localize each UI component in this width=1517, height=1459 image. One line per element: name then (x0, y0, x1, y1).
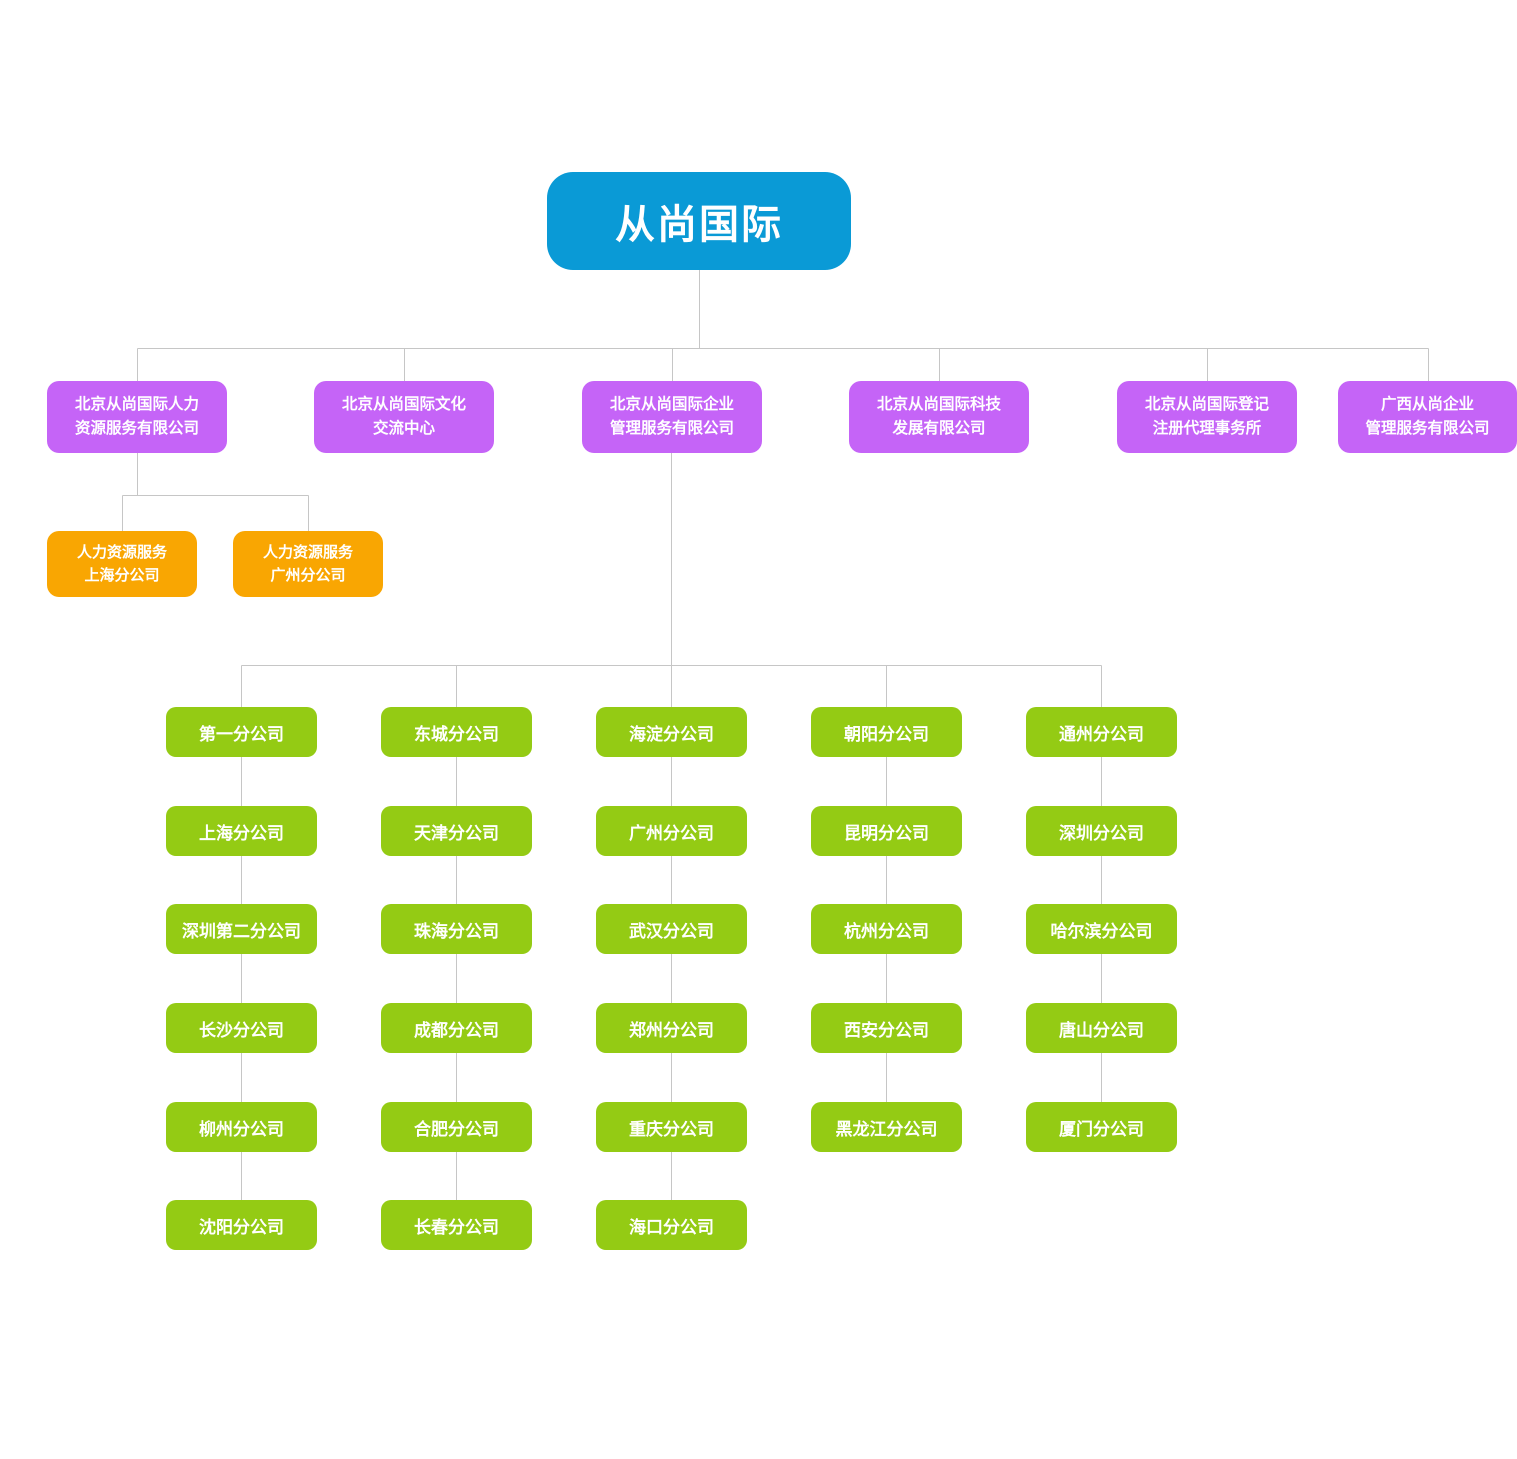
branch-node: 朝阳分公司 (811, 707, 962, 757)
branch-node: 西安分公司 (811, 1003, 962, 1053)
branch-node: 柳州分公司 (166, 1102, 317, 1152)
branch-node: 海淀分公司 (596, 707, 747, 757)
branch-node: 深圳第二分公司 (166, 904, 317, 954)
branch-node: 昆明分公司 (811, 806, 962, 856)
branch-node: 黑龙江分公司 (811, 1102, 962, 1152)
root-node: 从尚国际 (547, 172, 851, 270)
subsidiary-node-registration-agency: 北京从尚国际登记 注册代理事务所 (1117, 381, 1297, 453)
hr-branch-node-shanghai: 人力资源服务 上海分公司 (47, 531, 197, 597)
branch-node: 长沙分公司 (166, 1003, 317, 1053)
branch-node: 第一分公司 (166, 707, 317, 757)
branch-node: 通州分公司 (1026, 707, 1177, 757)
branch-node: 长春分公司 (381, 1200, 532, 1250)
branch-node: 杭州分公司 (811, 904, 962, 954)
branch-node: 武汉分公司 (596, 904, 747, 954)
hr-branch-node-guangzhou: 人力资源服务 广州分公司 (233, 531, 383, 597)
branch-node: 唐山分公司 (1026, 1003, 1177, 1053)
subsidiary-node-tech-development: 北京从尚国际科技 发展有限公司 (849, 381, 1029, 453)
subsidiary-node-cultural-exchange: 北京从尚国际文化 交流中心 (314, 381, 494, 453)
branch-node: 东城分公司 (381, 707, 532, 757)
branch-node: 广州分公司 (596, 806, 747, 856)
subsidiary-node-hr-services: 北京从尚国际人力 资源服务有限公司 (47, 381, 227, 453)
branch-node: 郑州分公司 (596, 1003, 747, 1053)
branch-node: 深圳分公司 (1026, 806, 1177, 856)
branch-node: 合肥分公司 (381, 1102, 532, 1152)
branch-node: 厦门分公司 (1026, 1102, 1177, 1152)
branch-node: 成都分公司 (381, 1003, 532, 1053)
branch-node: 海口分公司 (596, 1200, 747, 1250)
subsidiary-node-enterprise-management: 北京从尚国际企业 管理服务有限公司 (582, 381, 762, 453)
branch-node: 沈阳分公司 (166, 1200, 317, 1250)
subsidiary-node-guangxi: 广西从尚企业 管理服务有限公司 (1338, 381, 1517, 453)
branch-node: 天津分公司 (381, 806, 532, 856)
branch-node: 重庆分公司 (596, 1102, 747, 1152)
branch-node: 哈尔滨分公司 (1026, 904, 1177, 954)
branch-node: 珠海分公司 (381, 904, 532, 954)
branch-node: 上海分公司 (166, 806, 317, 856)
